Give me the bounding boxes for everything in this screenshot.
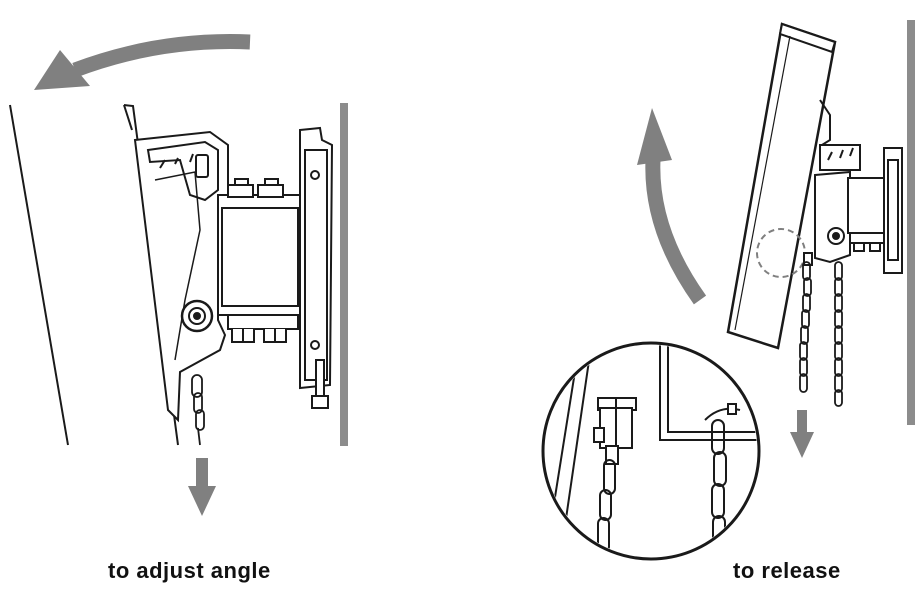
right-illustration bbox=[541, 20, 915, 561]
left-illustration bbox=[9, 34, 348, 516]
magnified-detail bbox=[541, 341, 761, 561]
mount-housing bbox=[217, 178, 301, 343]
mount-assembly-right bbox=[803, 99, 903, 274]
adjust-knob bbox=[180, 299, 214, 333]
wall-right bbox=[907, 20, 915, 425]
release-chain-left bbox=[191, 374, 205, 446]
tv-screen-right bbox=[726, 22, 837, 350]
release-chain-right-b bbox=[834, 261, 843, 407]
wall-left bbox=[340, 103, 348, 446]
tilt-arrow-left bbox=[34, 34, 251, 90]
tv-edge-line bbox=[9, 104, 69, 446]
caption-adjust-angle: to adjust angle bbox=[108, 558, 271, 583]
wall-plate bbox=[299, 126, 334, 409]
caption-release: to release bbox=[733, 558, 841, 583]
pull-down-arrow-right bbox=[790, 410, 814, 458]
tilt-arrow-up bbox=[637, 108, 707, 305]
release-chain-right-a bbox=[799, 261, 812, 393]
tilt-bracket-arm bbox=[133, 130, 229, 423]
pull-down-arrow-left bbox=[188, 458, 216, 516]
